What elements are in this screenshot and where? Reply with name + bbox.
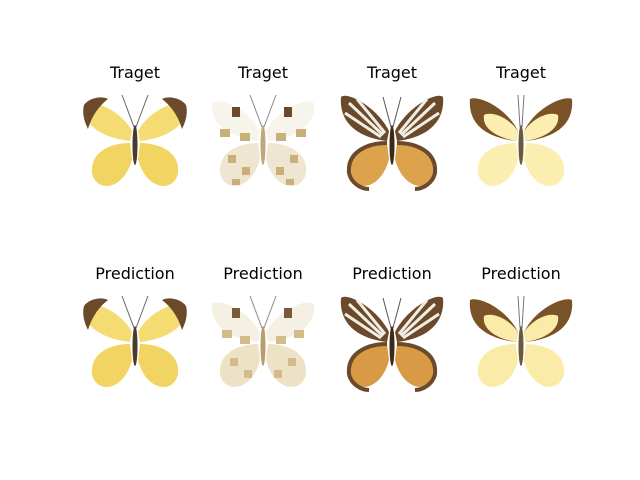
butterfly-image-pale-yellow bbox=[469, 295, 573, 387]
butterfly-image-brown bbox=[340, 95, 444, 191]
butterfly-image-pale-yellow bbox=[469, 94, 573, 186]
panel-title: Prediction bbox=[352, 264, 432, 283]
butterfly-image-yellow bbox=[83, 295, 187, 387]
panel-title: Prediction bbox=[223, 264, 303, 283]
butterfly-image-white bbox=[211, 295, 315, 387]
butterfly-image-brown bbox=[340, 296, 444, 392]
panel-title: Traget bbox=[237, 63, 289, 82]
panel-title: Traget bbox=[495, 63, 547, 82]
butterfly-image-yellow bbox=[83, 94, 187, 186]
panel-title: Traget bbox=[109, 63, 161, 82]
butterfly-image-white bbox=[211, 94, 315, 186]
panel-title: Prediction bbox=[481, 264, 561, 283]
panel-title: Prediction bbox=[95, 264, 175, 283]
panel-title: Traget bbox=[366, 63, 418, 82]
